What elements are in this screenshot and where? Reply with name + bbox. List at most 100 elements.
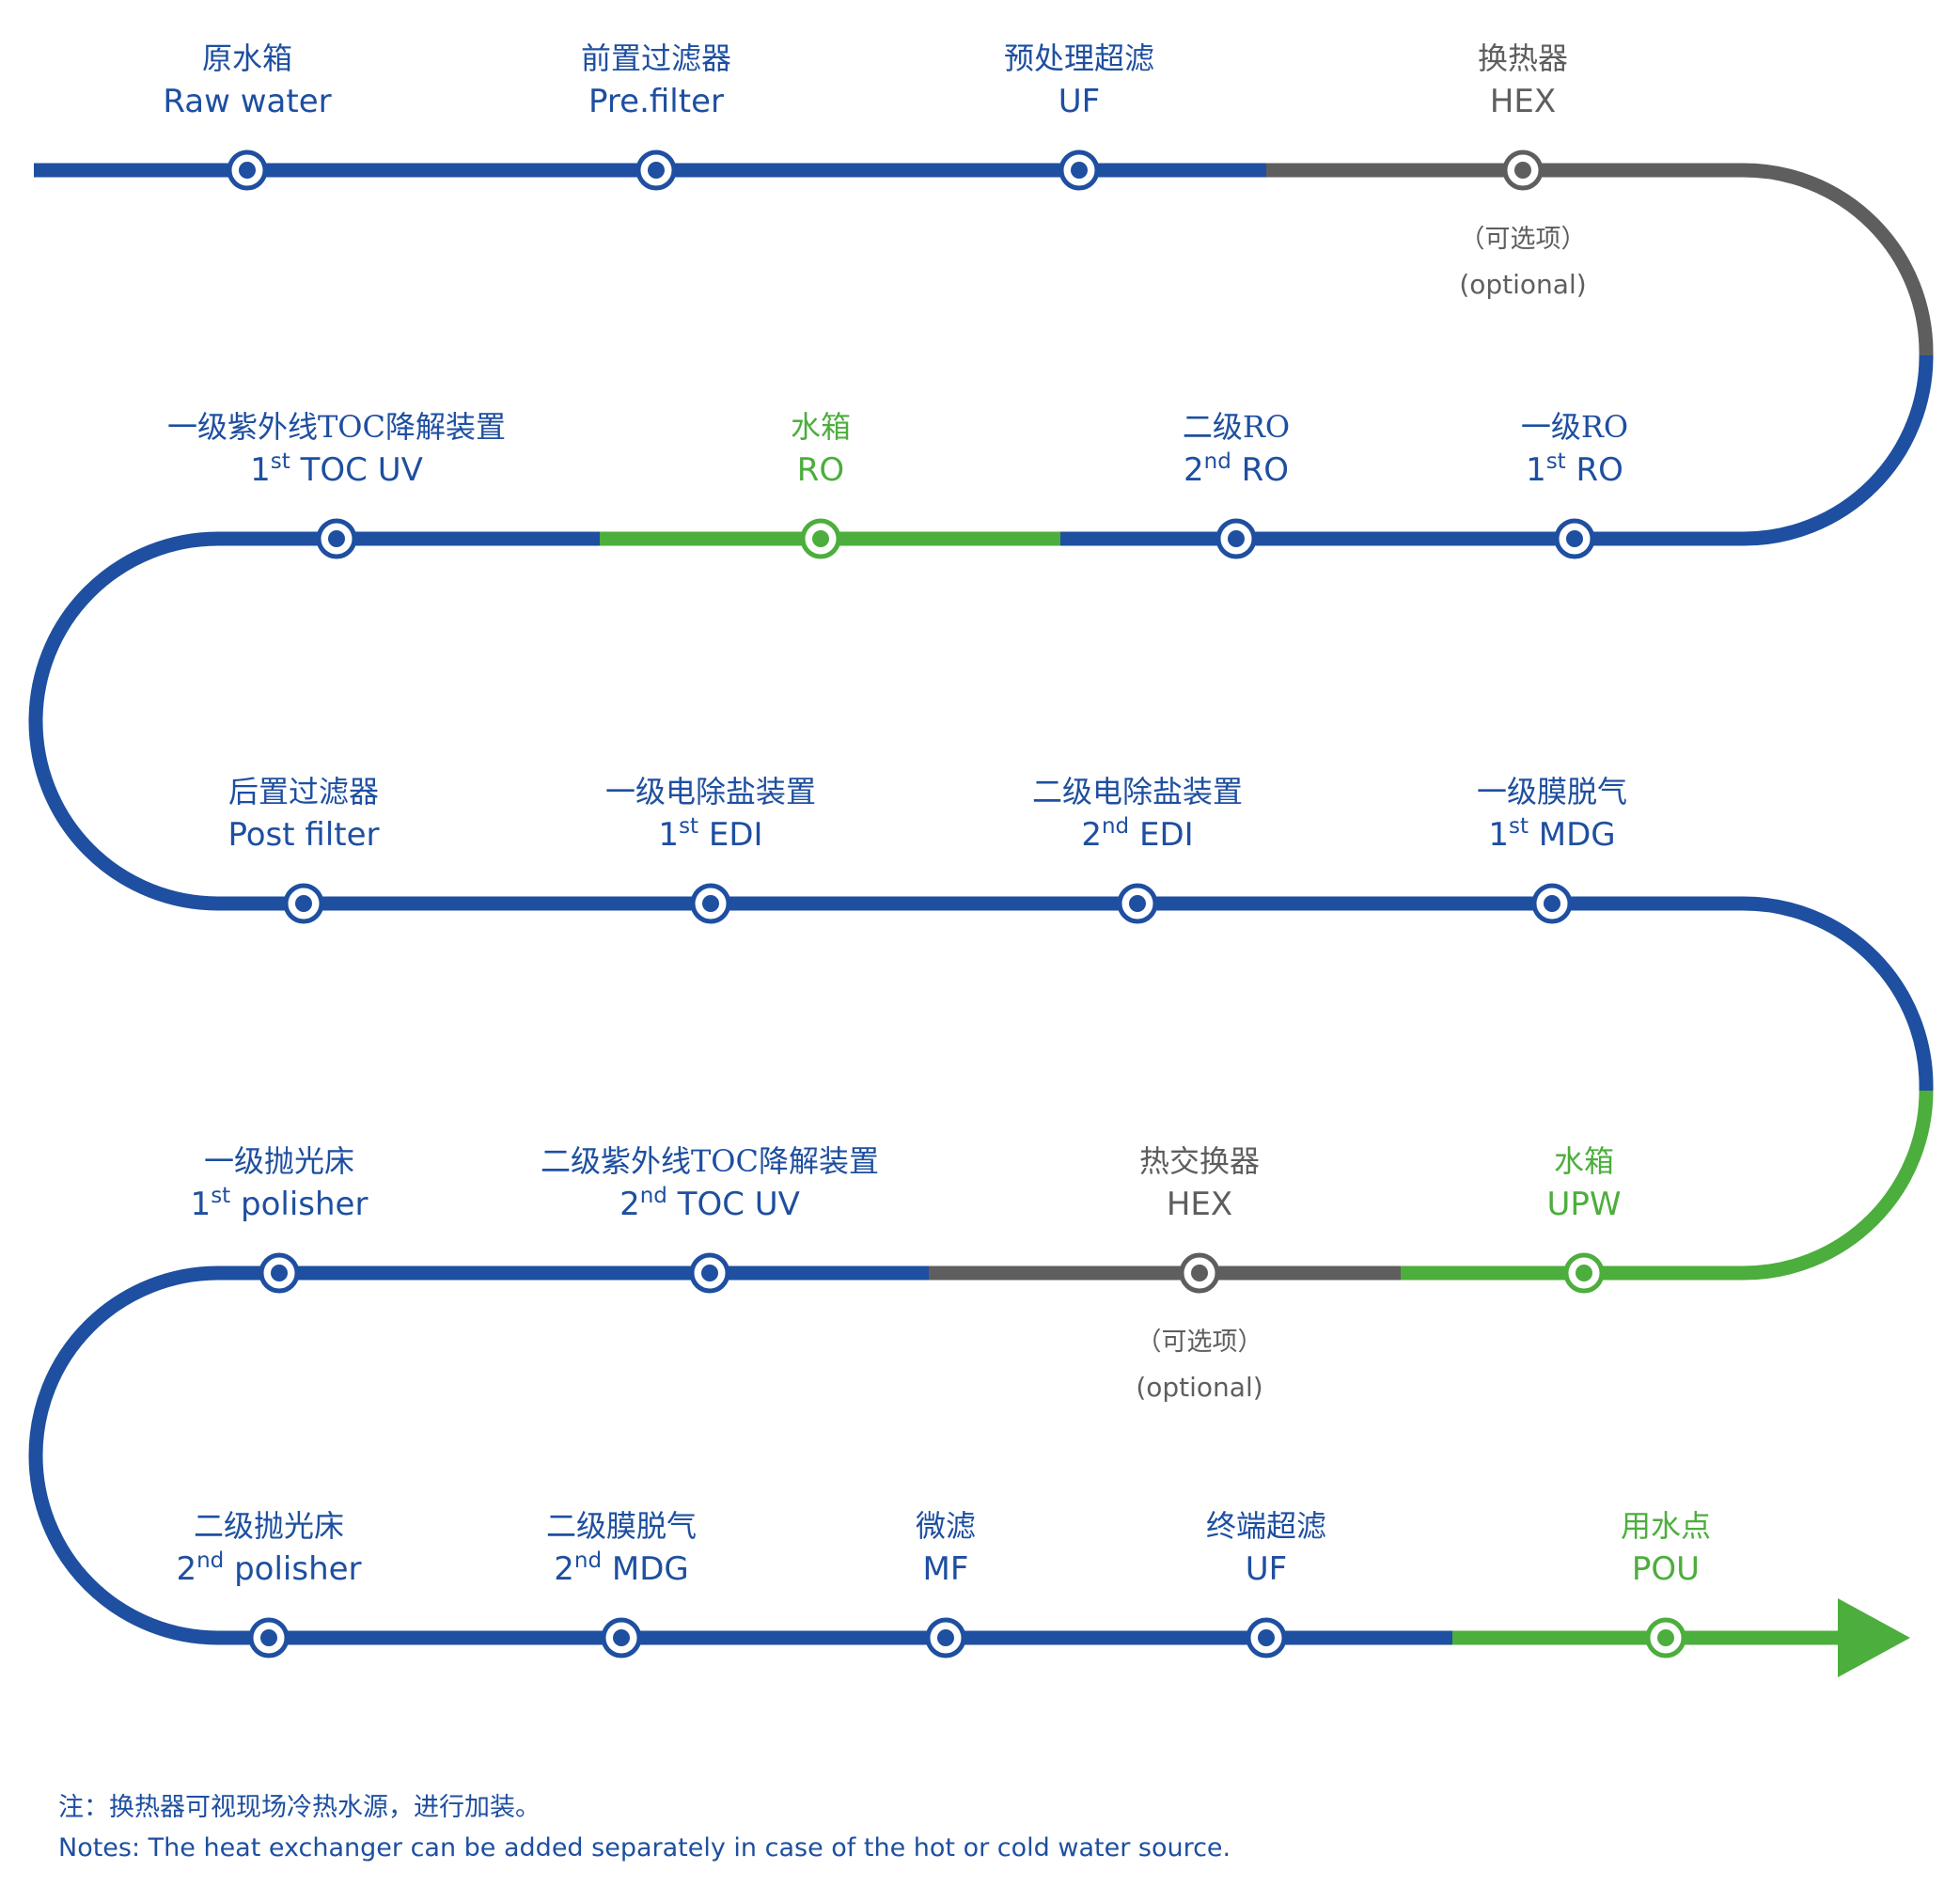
station-label-en: MF [923, 1550, 969, 1588]
station-9: 后置过滤器 Post filter [227, 774, 380, 924]
station-label-en-number: 1 [1526, 451, 1546, 489]
track-row3-blue [28, 531, 1934, 1091]
station-label-en-name: polisher [230, 1186, 368, 1223]
station-marker-dot [328, 530, 345, 547]
station-marker-dot [1544, 895, 1560, 912]
station-label-cn: 二级紫外线TOC降解装置 [541, 1143, 879, 1179]
station-20: 终端超滤 UF [1206, 1508, 1326, 1658]
station-marker-dot [295, 895, 312, 912]
station-label-en: 2nd polisher [176, 1548, 361, 1588]
station-2: 前置过滤器 Pre.filter [581, 40, 731, 191]
station-label-en-number: 2 [1184, 451, 1204, 489]
station-label-en: POU [1632, 1550, 1700, 1588]
track-row2-blue-right [1060, 355, 1934, 546]
station-13: 水箱 UPW [1546, 1143, 1622, 1294]
station-label-en: UF [1246, 1550, 1287, 1588]
station-label-cn: 水箱 [1554, 1143, 1614, 1179]
station-label-en-ordinal: st [679, 814, 698, 839]
station-label-cn: 一级抛光床 [204, 1143, 354, 1179]
station-label-cn: 一级紫外线TOC降解装置 [167, 409, 506, 445]
station-label-en-name: polisher [224, 1550, 361, 1588]
station-label-en-name: MDG [602, 1550, 689, 1588]
station-label-en: 1st TOC UV [250, 449, 423, 489]
station-label-cn: 原水箱 [202, 40, 292, 76]
station-label-en-ordinal: st [1546, 449, 1566, 474]
station-label-cn: 预处理超滤 [1004, 40, 1154, 76]
station-label-en-name: EDI [1129, 816, 1194, 854]
station-label-en-number: 2 [554, 1550, 574, 1588]
track-row4-green [1401, 1090, 1934, 1281]
station-marker-dot [648, 162, 665, 179]
station-label-en: UPW [1546, 1186, 1621, 1223]
station-marker-dot [701, 1265, 718, 1281]
station-label-en-ordinal: st [1509, 814, 1529, 839]
station-label-en-name: TOC UV [290, 451, 423, 489]
station-marker-dot [812, 530, 829, 547]
flow-track [28, 163, 1934, 1677]
optional-label-cn: （可选项） [1460, 225, 1587, 254]
station-label-en-number: 1 [658, 816, 679, 854]
optional-label-en: (optional) [1136, 1372, 1262, 1403]
station-marker-dot [271, 1265, 288, 1281]
station-5: 一级RO 1st RO [1521, 409, 1628, 559]
station-label-en: UF [1058, 83, 1100, 120]
station-label-en: HEX [1490, 83, 1556, 120]
station-label-en-name: RO [1231, 451, 1289, 489]
note-chinese: 注：换热器可视现场冷热水源，进行加装。 [58, 1793, 541, 1822]
station-label-cn: 用水点 [1621, 1508, 1711, 1544]
flow-arrow-head [1838, 1598, 1910, 1677]
station-label-en: Raw water [163, 83, 331, 120]
station-label-en: Pre.filter [588, 83, 724, 120]
station-label-en-name: TOC UV [667, 1186, 800, 1223]
station-label-en-ordinal: nd [1102, 814, 1129, 839]
station-label-en-name: EDI [698, 816, 763, 854]
station-marker-dot [1514, 162, 1531, 179]
station-17: 二级抛光床 2nd polisher [176, 1508, 362, 1658]
optional-label-en: (optional) [1459, 269, 1586, 300]
station-label-cn: 后置过滤器 [228, 774, 379, 810]
station-label-en: Post filter [227, 816, 379, 854]
station-marker-dot [702, 895, 719, 912]
station-label-en: 2nd EDI [1081, 814, 1193, 854]
station-marker-dot [260, 1629, 277, 1646]
station-label-cn: 前置过滤器 [581, 40, 731, 76]
station-marker-dot [1566, 530, 1583, 547]
station-15: 二级紫外线TOC降解装置 2nd TOC UV [541, 1143, 879, 1294]
station-label-en-name: MDG [1529, 816, 1616, 854]
station-label-en-number: 2 [176, 1550, 196, 1588]
station-21: 用水点 POU [1621, 1508, 1711, 1658]
station-6: 二级RO 2nd RO [1183, 409, 1290, 559]
note-english: Notes: The heat exchanger can be added s… [58, 1833, 1231, 1863]
station-label-cn: 二级RO [1183, 409, 1290, 445]
station-label-en-ordinal: nd [640, 1184, 667, 1208]
station-8: 一级紫外线TOC降解装置 1st TOC UV [167, 409, 506, 559]
station-label-cn: 水箱 [791, 409, 851, 445]
station-label-en-number: 2 [1081, 816, 1102, 854]
station-label-en-number: 1 [191, 1186, 212, 1223]
station-label-en: RO [797, 451, 844, 489]
station-label-cn: 二级抛光床 [194, 1508, 344, 1544]
station-marker-dot [1576, 1265, 1592, 1281]
station-label-cn: 一级RO [1521, 409, 1628, 445]
station-label-en: 2nd MDG [554, 1548, 689, 1588]
station-label-en: 1st RO [1526, 449, 1623, 489]
station-label-en-ordinal: nd [1204, 449, 1231, 474]
station-marker-dot [1071, 162, 1088, 179]
station-marker-dot [1258, 1629, 1275, 1646]
station-label-en-ordinal: nd [196, 1548, 224, 1573]
station-label-cn: 终端超滤 [1206, 1508, 1326, 1544]
station-label-cn: 一级电除盐装置 [605, 774, 816, 810]
station-label-en: 2nd RO [1184, 449, 1289, 489]
station-marker-dot [613, 1629, 630, 1646]
station-label-en-number: 1 [250, 451, 271, 489]
station-label-en-number: 2 [619, 1186, 640, 1223]
station-label-en-ordinal: nd [574, 1548, 602, 1573]
